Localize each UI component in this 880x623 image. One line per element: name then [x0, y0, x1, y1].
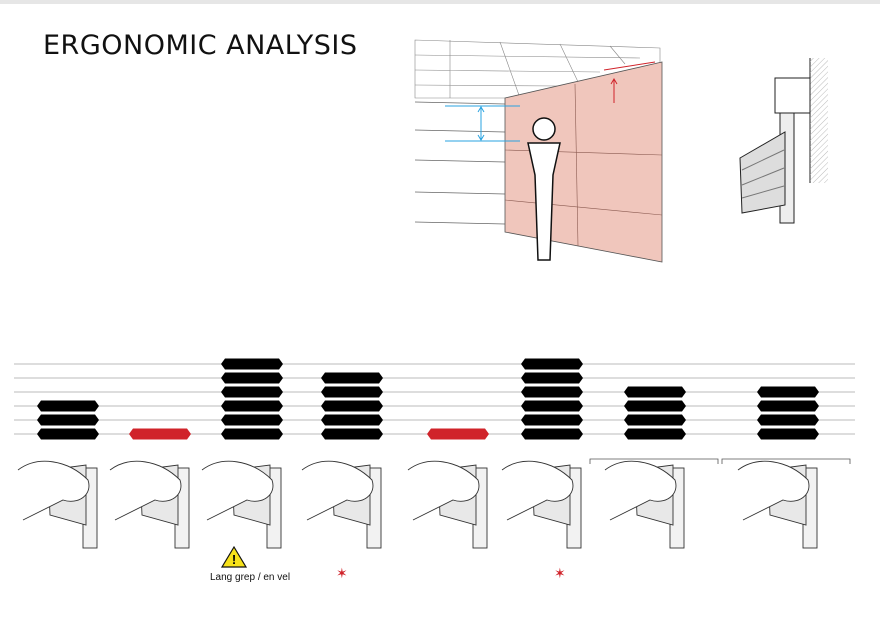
- rating-bar: [757, 428, 819, 440]
- top-border: [0, 0, 880, 4]
- rating-bar: [37, 428, 99, 440]
- svg-text:✶: ✶: [554, 566, 566, 582]
- grip-sketch: [501, 460, 582, 549]
- rating-bar: [321, 372, 383, 384]
- warning-icon: !: [220, 545, 248, 568]
- rating-bar: [624, 386, 686, 398]
- rating-bar: [757, 386, 819, 398]
- grip-sketch: [109, 460, 190, 549]
- rating-bar: [37, 414, 99, 426]
- wall-lines: [414, 101, 506, 225]
- height-measure: [445, 105, 520, 142]
- bracket-detail: [739, 58, 828, 224]
- rating-bar: [321, 428, 383, 440]
- rating-bar: [624, 414, 686, 426]
- rating-bar: [321, 400, 383, 412]
- rating-bar: [624, 428, 686, 440]
- rating-bar: [521, 400, 583, 412]
- rating-bar: [221, 358, 283, 370]
- grip-rating-bars: [37, 358, 819, 440]
- rating-bar: [221, 428, 283, 440]
- page-title: ERGONOMIC ANALYSIS: [43, 30, 358, 61]
- human-figure: [527, 117, 561, 261]
- grip-sketch: [407, 460, 488, 549]
- rating-bar: [521, 428, 583, 440]
- rating-bar: [321, 386, 383, 398]
- grip-sketch: [17, 460, 98, 549]
- shelf-panel: [504, 61, 663, 263]
- group-brackets: [589, 458, 851, 464]
- risk-star-icon: ✶ ✶: [336, 566, 566, 582]
- rating-bar: [221, 372, 283, 384]
- rating-bar: [37, 400, 99, 412]
- grip-sketch: [201, 460, 282, 549]
- grip-sketch: [604, 460, 685, 549]
- rating-bar: [624, 400, 686, 412]
- risk-bar: [427, 428, 489, 440]
- rating-bar: [757, 414, 819, 426]
- warning-label: Lang grep / en vel: [210, 572, 291, 583]
- grip-sketch: [737, 460, 818, 549]
- grip-illustrations: [17, 460, 818, 549]
- svg-text:✶: ✶: [336, 566, 348, 582]
- reach-arrow: [603, 61, 656, 103]
- rating-bar: [521, 358, 583, 370]
- rating-bar: [521, 386, 583, 398]
- scale-lines: [14, 363, 855, 435]
- rating-bar: [757, 400, 819, 412]
- svg-text:!: !: [232, 552, 236, 567]
- rating-bar: [221, 400, 283, 412]
- rating-bar: [521, 414, 583, 426]
- rating-bar: [521, 372, 583, 384]
- rating-bar: [321, 414, 383, 426]
- risk-bar: [129, 428, 191, 440]
- rating-bar: [221, 414, 283, 426]
- rating-bar: [221, 386, 283, 398]
- grip-sketch: [301, 460, 382, 549]
